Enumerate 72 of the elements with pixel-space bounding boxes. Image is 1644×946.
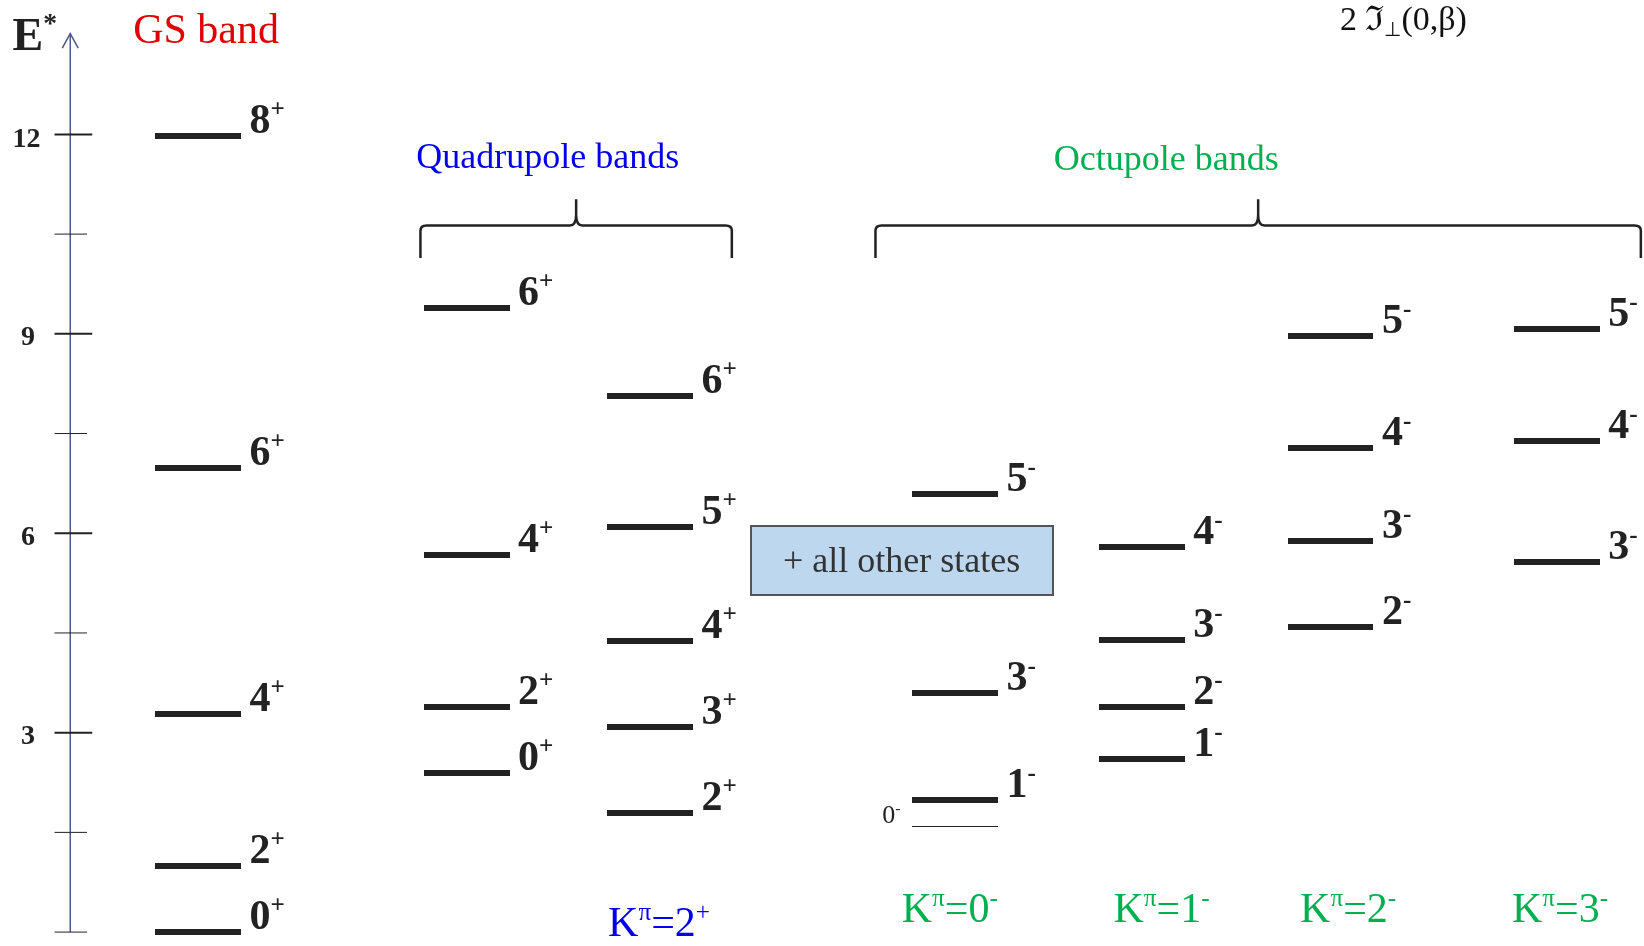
energy-level-bar [1287,624,1374,630]
level-label: 3$^{-}$ [1608,523,1638,566]
energy-level-bar [423,551,510,558]
band-label: K$^{π}$=0$^{-}$ [901,886,998,929]
energy-level-bar [607,637,694,644]
band-label: K$^{π}$=2$^{+}$ [608,901,711,944]
energy-level-bar [1287,444,1374,451]
level-label: 8$^{+}$ [249,98,285,141]
level-label: 1$^{-}$ [1193,721,1223,764]
energy-level-bar [607,524,694,531]
energy-level-bar [1098,756,1185,763]
energy-level-bar [607,393,694,400]
energy-level-bar [1098,703,1185,710]
energy-level-bar [155,133,242,140]
level-label: 5$^{-}$ [1608,291,1638,334]
group-title: Octupole bands [1053,140,1279,177]
energy-level-bar [423,769,510,776]
level-label: 6$^{+}$ [517,270,554,313]
tick-label: 3 [20,721,35,750]
energy-level-bar [423,703,510,710]
level-label: 2$^{+}$ [517,668,554,711]
level-label: 6$^{+}$ [249,429,285,472]
energy-level-bar [155,929,242,936]
tick-label: 9 [20,321,35,350]
level-label: 2$^{+}$ [249,828,285,871]
energy-level-bar [1287,538,1374,544]
energy-level-bar [155,863,242,870]
energy-level-bar [155,711,242,717]
band-label: K$^{π}$=2$^{-}$ [1300,886,1397,929]
level-label: 6$^{+}$ [701,358,737,401]
level-label: 4$^{-}$ [1381,409,1412,452]
axis-title: E$^{*}$ [12,12,58,59]
band-label: K$^{π}$=3$^{-}$ [1511,886,1609,929]
level-label: 5$^{-}$ [1006,455,1036,498]
level-label: 1$^{-}$ [1006,761,1036,804]
level-label: 0$^{-}$ [882,802,901,829]
level-label: 3$^{-}$ [1006,655,1036,698]
level-label: 3$^{-}$ [1381,503,1412,545]
level-label: 4$^{-}$ [1193,509,1223,552]
tick-label: 12 [12,123,41,152]
level-label: 0$^{+}$ [517,734,554,777]
note-box: + all other states [749,525,1054,596]
tick-label: 6 [20,521,35,550]
energy-level-bar [155,464,242,471]
level-label: 3$^{-}$ [1193,601,1223,644]
level-label: 0$^{+}$ [249,894,285,937]
level-label: 5$^{-}$ [1381,297,1412,340]
energy-level-bar [1514,438,1600,445]
level-label: 2$^{-}$ [1193,668,1223,711]
energy-level-bar [1514,326,1600,333]
energy-level-bar [1098,544,1185,551]
level-label: 4$^{+}$ [249,676,285,718]
level-label: 2$^{+}$ [701,774,737,817]
formula: 2 ℑ$_{⊥}$(0,β) [1339,1,1467,36]
energy-level-bar [423,305,510,312]
level-label: 2$^{-}$ [1381,589,1412,631]
energy-level-bar [912,490,999,497]
level-label: 4$^{-}$ [1608,403,1638,446]
energy-level-bar [912,690,999,697]
energy-level-bar [607,723,694,730]
level-label: 4$^{+}$ [701,602,737,645]
band-label: K$^{π}$=1$^{-}$ [1113,886,1210,929]
energy-level-bar [1514,558,1600,565]
energy-level-bar [912,796,999,803]
band-title: GS band [133,8,279,51]
level-label: 4$^{+}$ [517,516,554,559]
level-label: 3$^{+}$ [701,688,737,731]
level-label: 5$^{+}$ [701,489,737,532]
energy-level-bar [1098,636,1185,643]
energy-level-bar [1287,332,1374,339]
energy-level-bar [607,809,694,816]
group-title: Quadrupole bands [416,138,680,175]
